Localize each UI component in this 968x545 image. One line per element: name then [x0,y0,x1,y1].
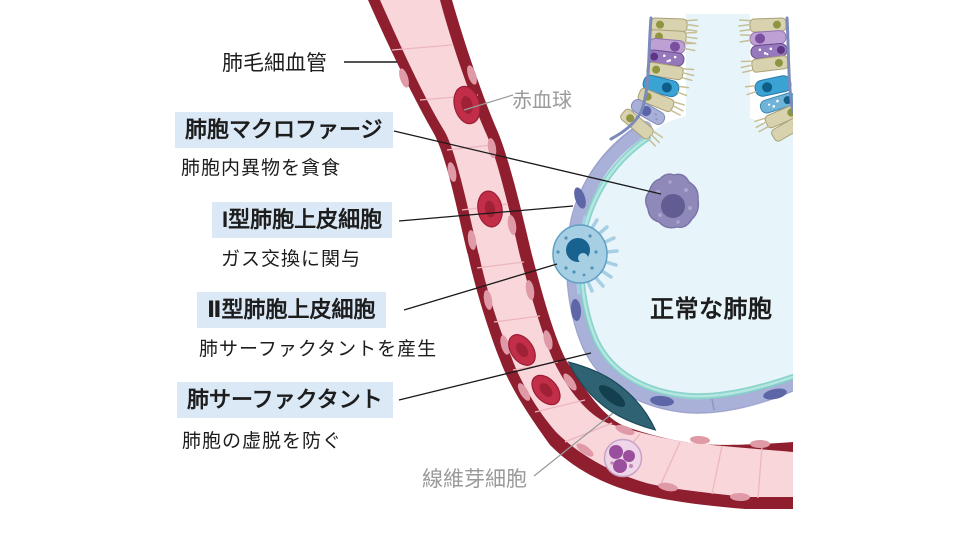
capillary-label: 肺毛細血管 [222,52,327,75]
basement-membrane-left [609,16,653,141]
surfactant-layer-inner [580,136,795,398]
alveolar-macrophage-cell [645,173,700,229]
type2-callout: Ⅱ型肺胞上皮細胞 [197,292,386,328]
type1-cell-nuclei [570,187,787,407]
wall-cell-junction [711,398,715,411]
type2-cell-granules [556,234,598,277]
type2-desc: 肺サーファクタントを産生 [199,339,438,360]
leader-surfactant [398,352,592,401]
type1-callout: I型肺胞上皮細胞 [212,202,393,238]
alveolar-wall-outline [565,120,794,414]
red-blood-cell [453,85,481,125]
type1-desc: ガス交換に関与 [221,249,362,270]
basal-cell [630,99,666,125]
macrophage-callout: 肺胞マクロファージ [175,112,393,148]
alveolar-wall [566,121,800,414]
macrophage-desc: 肺胞内異物を貪食 [181,158,342,179]
basement-membrane-right [785,16,795,114]
rbc-label: 赤血球 [512,90,572,112]
red-blood-cell [531,374,561,406]
right-margin [793,0,968,545]
type2-epithelial-cell [552,215,619,295]
ciliated-epithelium-left [609,16,699,147]
red-blood-cells [453,85,561,406]
leader-lines [344,61,662,477]
surfactant-callout: 肺サーファクタント [177,382,393,418]
club-cell [759,92,797,114]
capillary-lumen [380,0,793,497]
ciliated-epithelium-right [738,16,807,142]
fibroblast-label: 線維芽細胞 [422,468,527,491]
leader-fibroblast [533,412,614,477]
leader-rbc [463,94,514,111]
red-blood-cell [508,334,536,366]
white-blood-cell [603,438,643,478]
endothelial-nuclei [399,65,770,502]
pulmonary-capillary [368,0,793,509]
leader-type2 [403,263,558,311]
leader-type1 [398,205,574,222]
brush-cell [744,75,792,97]
leader-macrophage [393,130,662,195]
surfactant-desc: 肺胞の虚脱を防ぐ [182,431,343,452]
diagram-title: 正常な肺胞 [650,296,773,323]
fibroblast-cell [567,361,657,431]
